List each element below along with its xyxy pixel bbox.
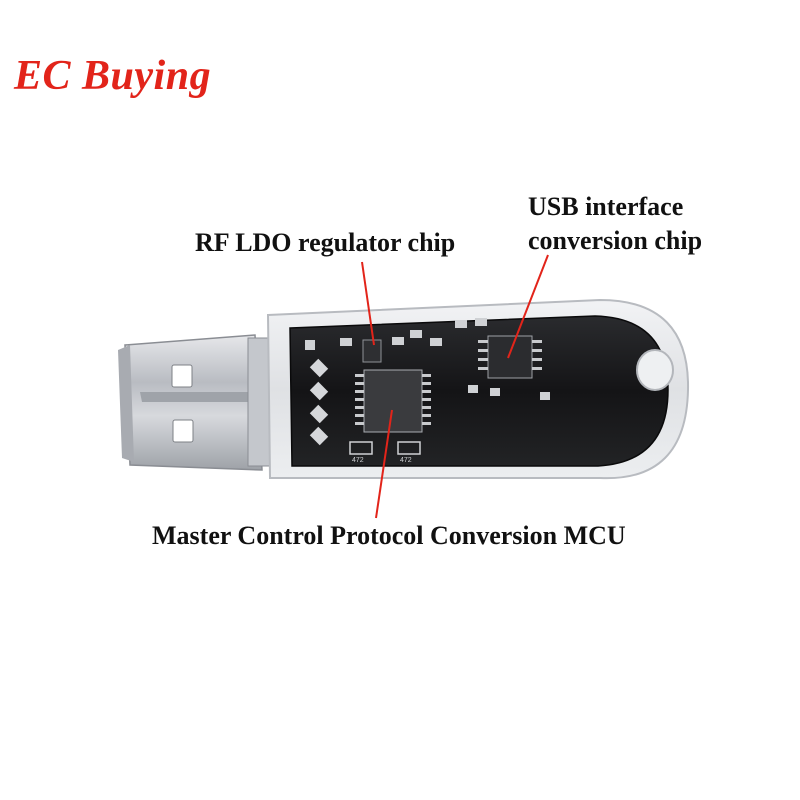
pointer-mcu [375,409,393,519]
pointer-lines [361,254,549,519]
usb-connector [118,334,271,471]
transparent-shell [266,298,690,480]
brand-logo: EC Buying [14,53,212,99]
silk-r1: 472 [352,457,364,464]
pointer-usb-chip [507,254,549,359]
connector-hole-bottom [172,419,194,443]
label-usb-line1: USB interface [528,192,684,221]
connector-hole-top [171,364,193,388]
lanyard-hole [636,349,674,391]
pointer-ldo [361,261,375,346]
usb-interface-chip [487,335,533,379]
label-usb-line2: conversion chip [528,226,703,255]
ldo-chip [362,339,382,363]
label-rf-ldo: RF LDO regulator chip [195,228,456,257]
mcu-chip [363,369,423,433]
label-mcu: Master Control Protocol Conversion MCU [152,521,626,550]
silk-r2: 472 [400,457,412,464]
pcb-components: 472 472 [305,318,550,464]
